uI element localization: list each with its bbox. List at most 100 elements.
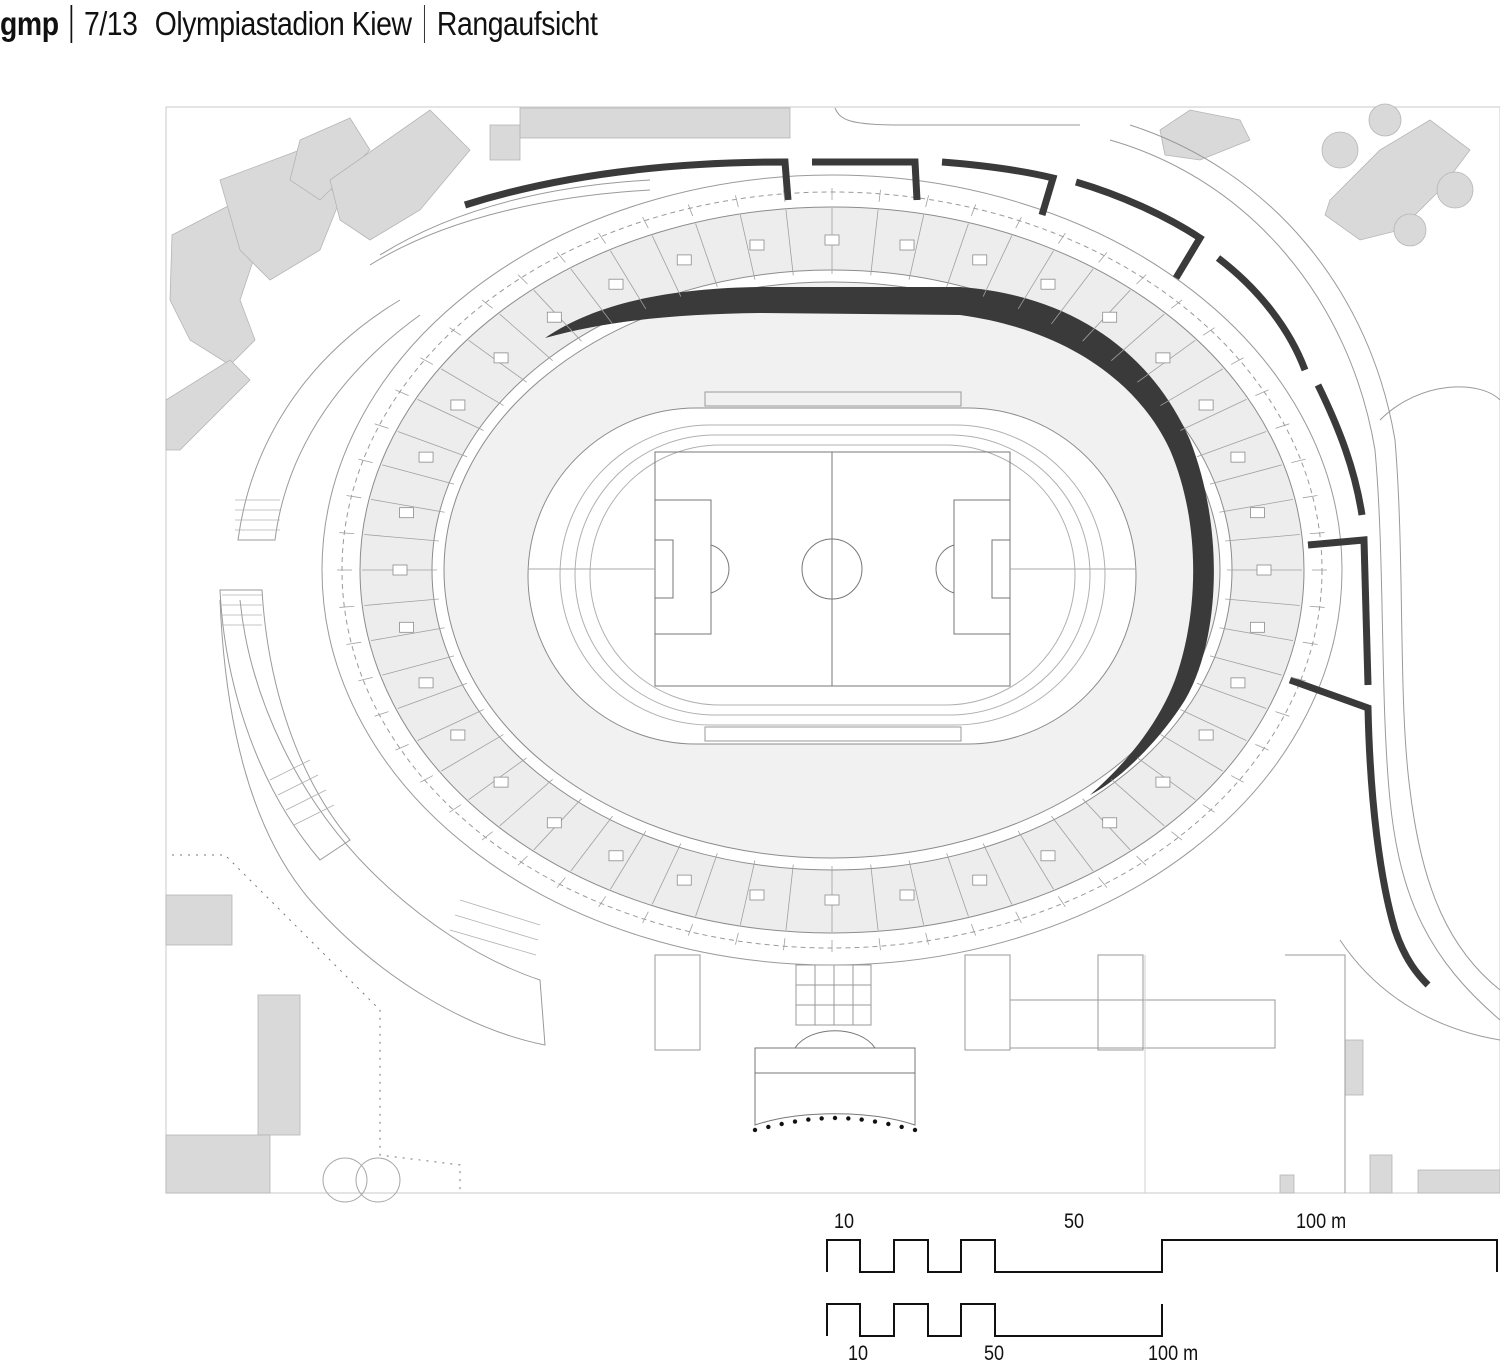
stair-radial	[1225, 534, 1300, 542]
facade-tick	[1291, 677, 1306, 682]
bollard	[899, 1124, 904, 1130]
vomitory	[608, 278, 624, 290]
vomitory	[749, 239, 765, 251]
facade-tick	[925, 195, 929, 208]
bollard	[912, 1127, 918, 1133]
vomitory	[418, 677, 434, 689]
plaza-east	[1010, 999, 1276, 1049]
vomitory	[392, 564, 408, 576]
bollard	[792, 1119, 798, 1124]
facade-tick	[642, 911, 649, 924]
vomitory	[1102, 311, 1118, 323]
vomitory	[1155, 776, 1171, 788]
facade-tick	[339, 605, 355, 608]
facade-tick	[517, 855, 528, 866]
scale-bottom-label-100: 100 m	[1148, 1342, 1199, 1365]
facade-tick	[598, 232, 607, 244]
bollard	[806, 1117, 811, 1122]
bollard	[832, 1115, 838, 1121]
facade-tick	[556, 252, 566, 263]
vomitory	[493, 776, 509, 788]
scale-top-label-100: 100 m	[1296, 1210, 1347, 1233]
tree-2	[355, 1157, 401, 1203]
tank-3	[1436, 171, 1474, 209]
scale-top-label-10: 10	[834, 1210, 855, 1233]
tank-1	[1321, 131, 1359, 169]
facade-tick	[1057, 896, 1066, 908]
building-se-3	[1279, 1174, 1295, 1194]
track-lane-2	[574, 434, 1091, 716]
vomitory	[749, 889, 765, 901]
vomitory	[399, 621, 414, 633]
facade-tick	[1302, 495, 1318, 499]
stair-radial	[417, 709, 484, 742]
entrance-bollards	[752, 1115, 918, 1133]
stair-radial	[870, 209, 879, 276]
road-east-outer	[1109, 139, 1500, 1021]
facade-tick	[339, 532, 355, 535]
roads	[369, 107, 1500, 1041]
vomitory	[899, 889, 915, 901]
tree-1	[322, 1157, 368, 1203]
bollard	[766, 1124, 771, 1130]
brand-logo: gmp	[0, 5, 59, 42]
ramp-sw-outer	[219, 599, 546, 1046]
stair-radial	[1225, 598, 1300, 606]
building-ne-1	[1159, 109, 1251, 161]
bollard	[819, 1116, 824, 1121]
facade-segments	[463, 158, 1431, 988]
bollard	[779, 1121, 784, 1127]
facade-tick	[1202, 327, 1215, 336]
stair-radial	[1219, 498, 1294, 513]
stair-radial	[610, 250, 647, 310]
stair-radial	[908, 860, 925, 926]
vomitory	[1256, 564, 1272, 576]
vomitory	[450, 399, 466, 411]
facade-tick	[1230, 357, 1244, 365]
building-se-4	[1417, 1169, 1500, 1194]
facade-seg-4	[1075, 178, 1205, 280]
facade-tick	[1202, 804, 1215, 813]
vomitory	[1198, 399, 1214, 411]
facade-tick	[517, 274, 528, 285]
facade-tick	[1291, 458, 1306, 463]
stair-radial	[785, 209, 794, 276]
vomitory	[1230, 677, 1246, 689]
stair-radial	[382, 464, 455, 485]
facade-tick	[420, 775, 434, 783]
stair-radial	[739, 860, 756, 926]
stair-radial	[1017, 250, 1054, 310]
stair-radial	[651, 235, 682, 297]
facade-tick	[346, 495, 362, 499]
stair-radial	[946, 853, 969, 917]
building-se-1	[1344, 1039, 1364, 1096]
vomitory	[972, 874, 988, 886]
vomitory	[1230, 451, 1246, 463]
facade-tick	[687, 204, 694, 217]
stair-radial	[1111, 313, 1165, 361]
stair-radial	[370, 627, 445, 642]
sheet-number: 7/13	[83, 5, 138, 42]
stair-radial	[610, 830, 647, 890]
entrance-building	[754, 1030, 916, 1126]
scale-bottom-label-10: 10	[848, 1342, 869, 1365]
penalty-arc-west	[710, 544, 730, 594]
penalty-arc-east	[935, 544, 955, 594]
facade-tick	[1171, 299, 1183, 309]
bollard	[752, 1127, 758, 1133]
stair-radial	[1209, 464, 1282, 485]
facade-tick	[783, 189, 786, 202]
bollard	[886, 1121, 891, 1127]
building-n-1	[489, 124, 521, 161]
facade-tick	[420, 357, 434, 365]
fence-line-sw	[172, 854, 461, 1193]
facade-seg-7	[1307, 536, 1372, 686]
facade-tick	[374, 711, 389, 717]
stair-radial	[1219, 627, 1294, 642]
center-circle	[801, 538, 863, 600]
facade-seg-8	[1288, 676, 1431, 988]
tank-2	[1368, 103, 1402, 137]
stair-radial	[1180, 398, 1247, 431]
stair-radial	[1160, 368, 1223, 406]
stair-radial	[870, 864, 879, 931]
